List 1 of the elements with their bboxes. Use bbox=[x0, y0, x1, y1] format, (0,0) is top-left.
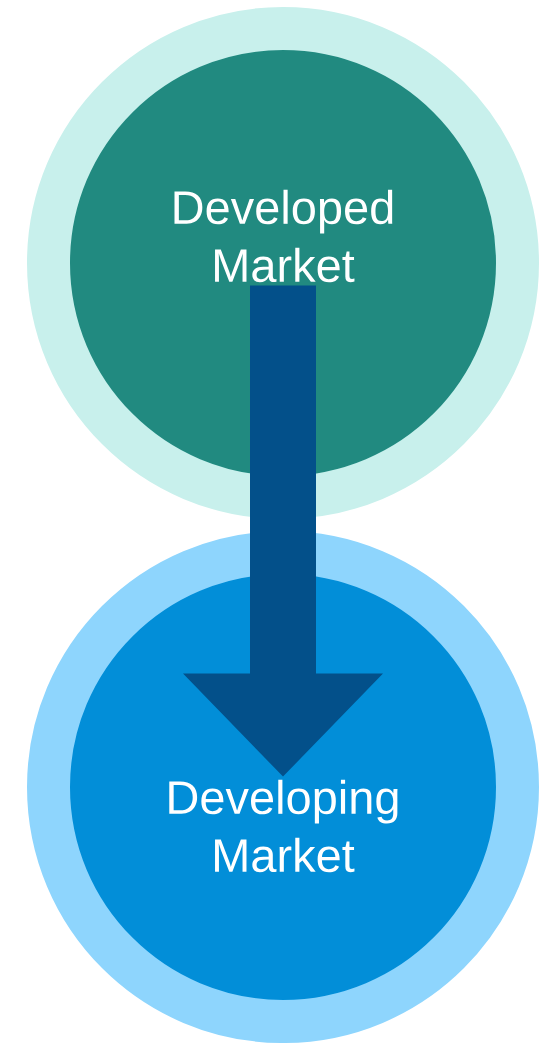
block-arrow bbox=[183, 285, 383, 777]
